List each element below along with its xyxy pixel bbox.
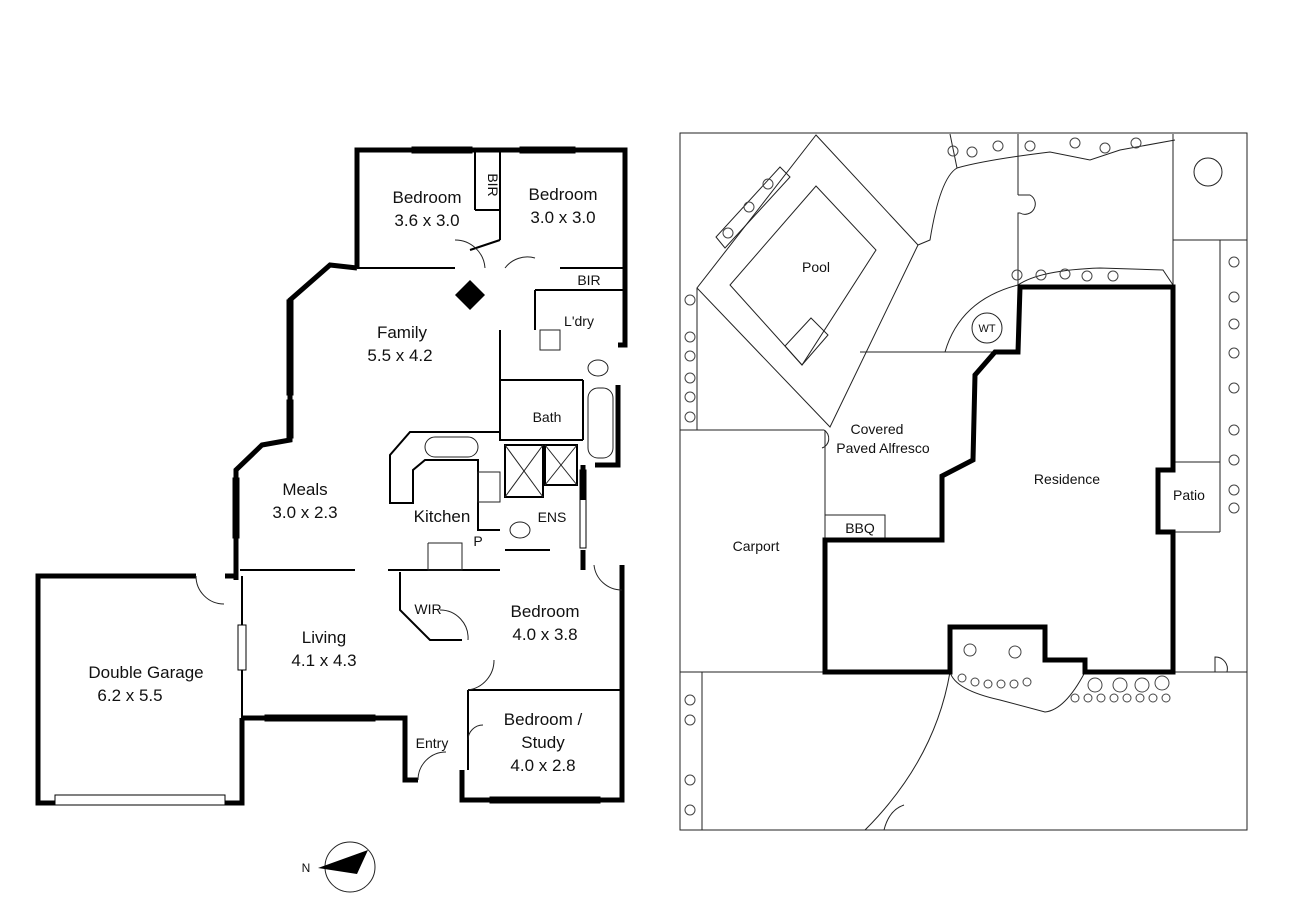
room-name: Bedroom [393,188,462,207]
site-plan: Pool WT Covered Paved Alfresco Residence… [679,132,1248,831]
house-walls [35,147,628,806]
carport-label: Carport [733,538,780,554]
interior-walls [240,150,625,770]
tree-icon [1193,157,1223,187]
sink-icon [424,436,479,458]
pool-surround [696,134,919,428]
water-tank-icon [971,312,1003,344]
kitchen-label: Kitchen [414,507,471,526]
bathtub-icon [587,387,614,459]
pool-label: Pool [802,259,830,275]
room-name: Meals [282,480,327,499]
windows [54,146,601,806]
bir-label: BIR [577,272,600,288]
cooktop-icon [477,471,501,503]
residence-label: Residence [1034,471,1100,487]
laundry-label: L'dry [564,313,594,329]
room-name: Bedroom [511,602,580,621]
fireplace-icon [455,280,485,310]
site-boundary [679,132,1248,831]
shrub-icons [684,137,1240,816]
ens-label: ENS [538,509,567,525]
room-dims: 4.0 x 3.8 [512,625,577,644]
room-name: Living [302,628,346,647]
room-dims: 4.0 x 2.8 [510,756,575,775]
room-dims: 3.0 x 2.3 [272,503,337,522]
alfresco-label: Paved Alfresco [836,440,930,456]
room-name: Study [521,733,565,752]
bir-label: BIR [485,173,501,196]
residence-outline [822,284,1176,675]
alfresco-label: Covered [851,421,904,437]
room-name: Bedroom [529,185,598,204]
compass-north-label: N [302,861,311,875]
bath-label: Bath [533,409,562,425]
kitchen-bench [389,431,501,571]
room-name: Double Garage [88,663,203,682]
room-dims: 4.1 x 4.3 [291,651,356,670]
entry-label: Entry [416,735,449,751]
room-dims: 3.0 x 3.0 [530,208,595,227]
patio-label: Patio [1173,487,1205,503]
room-dims: 6.2 x 5.5 [97,686,162,705]
room-name: Family [377,323,428,342]
pool [729,185,877,366]
room-dims: 5.5 x 4.2 [367,346,432,365]
door-swings [195,239,623,781]
water-tank-label: WT [978,323,995,335]
bbq-label: BBQ [845,520,875,536]
toilet-icon [587,359,609,377]
compass-icon: N [302,841,376,893]
pantry-label: P [473,533,482,549]
wir-label: WIR [414,601,441,617]
room-name: Bedroom / [504,710,583,729]
laundry-tub-icon [539,329,561,351]
room-dims: 3.6 x 3.0 [394,211,459,230]
toilet-icon [509,521,531,539]
